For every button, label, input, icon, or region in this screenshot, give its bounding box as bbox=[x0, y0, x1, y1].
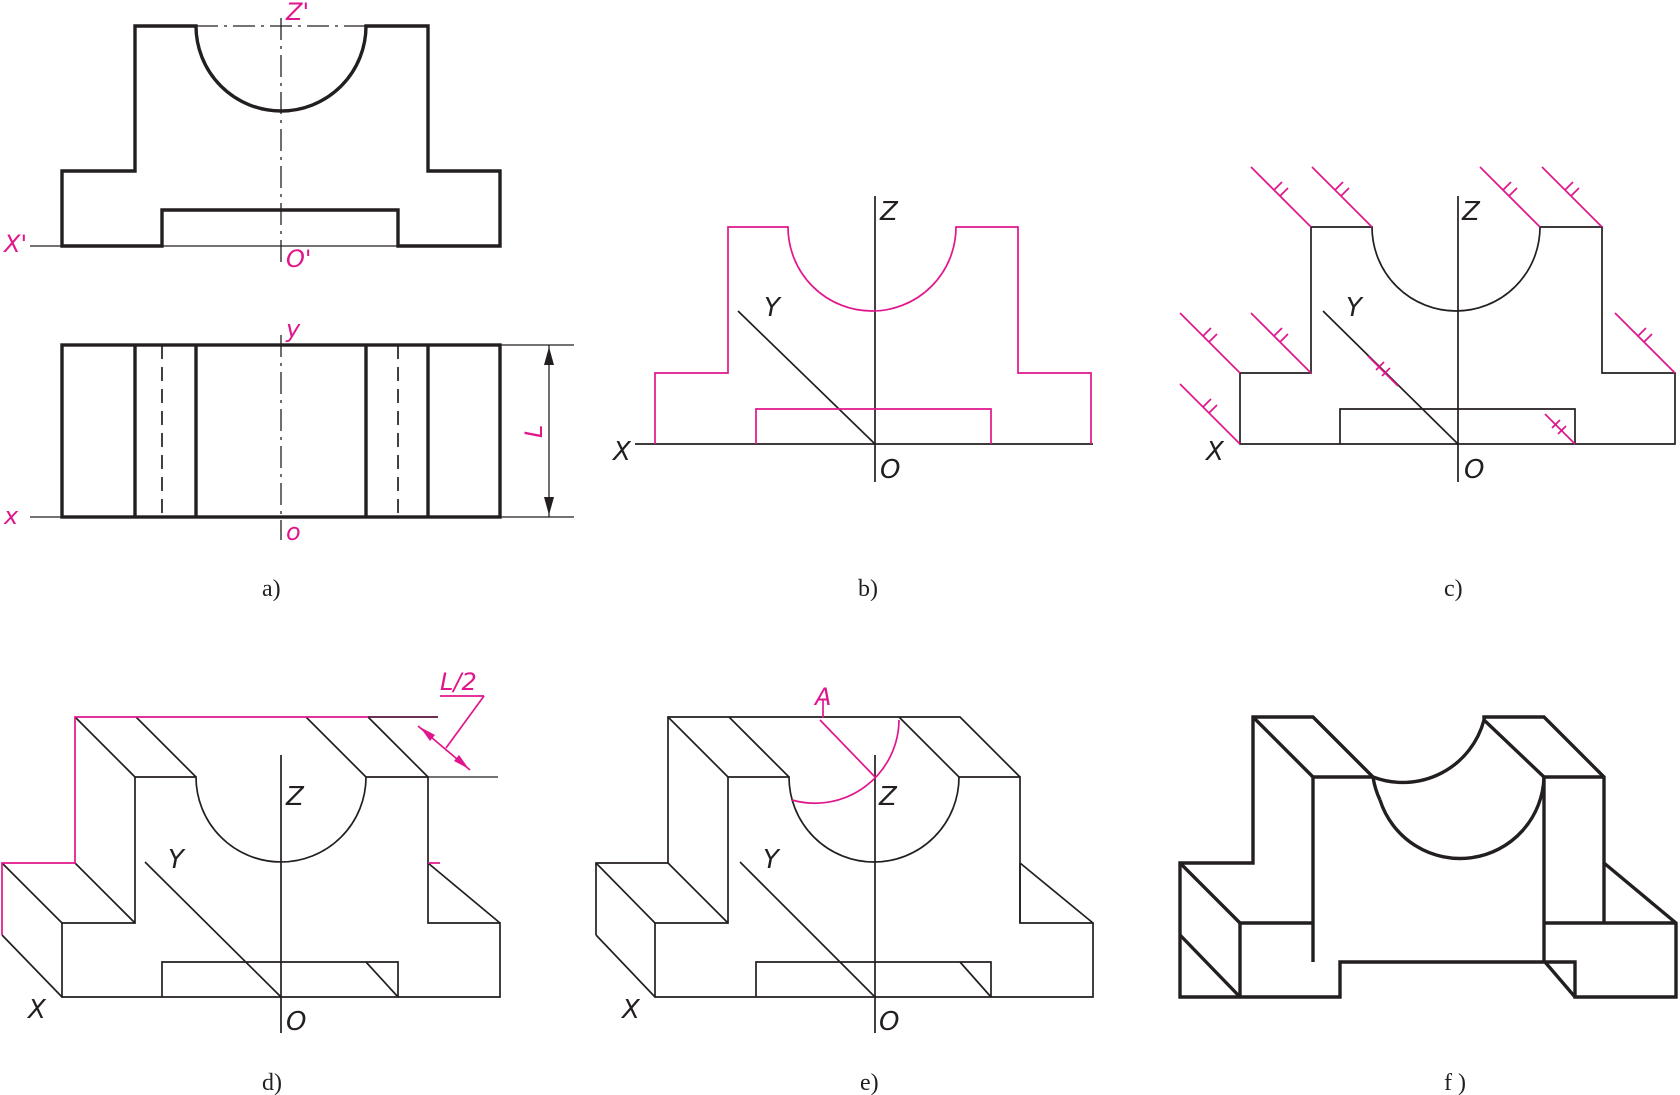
dim-arrow-down bbox=[544, 497, 554, 515]
front-face-outline bbox=[654, 226, 1092, 444]
front-view: Z' X' O' bbox=[2, 0, 502, 273]
slot-depth-edge bbox=[959, 961, 992, 998]
front-view-outline bbox=[60, 24, 502, 248]
front-face-outline bbox=[61, 776, 501, 998]
depth-edges bbox=[1, 716, 501, 998]
point-a-label: A bbox=[813, 683, 831, 711]
dimension-label-l: L bbox=[520, 425, 548, 438]
back-arc bbox=[791, 719, 900, 805]
o-prime-label: O' bbox=[286, 245, 312, 273]
panel-f: f ) bbox=[1178, 715, 1678, 1095]
dim-arrow-1 bbox=[420, 727, 435, 741]
caption-c: c) bbox=[1444, 576, 1463, 602]
x-prime-label: X' bbox=[2, 230, 27, 258]
panel-b: Z Y X O b) bbox=[611, 196, 1093, 602]
panel-e: A Z Y X O e) bbox=[595, 683, 1094, 1095]
back-face-outline bbox=[1, 716, 438, 935]
caption-d: d) bbox=[262, 1070, 282, 1095]
o-label: O bbox=[879, 1007, 899, 1037]
z-prime-label: Z' bbox=[285, 0, 309, 26]
leader-line bbox=[445, 695, 485, 749]
z-label: Z bbox=[879, 197, 899, 227]
depth-edges bbox=[595, 716, 1094, 998]
panel-d: L/2 Z Y X O d) bbox=[1, 668, 501, 1095]
x-label: X bbox=[1204, 437, 1225, 467]
z-label: Z bbox=[878, 782, 898, 812]
x-label: X bbox=[620, 995, 641, 1025]
final-outline bbox=[1178, 715, 1678, 999]
x-label: X bbox=[611, 437, 632, 467]
y-label: y bbox=[285, 315, 301, 343]
front-face-outline bbox=[1239, 226, 1676, 445]
y-label: Y bbox=[168, 845, 186, 875]
z-label: Z bbox=[1461, 197, 1481, 227]
y-axis bbox=[739, 861, 876, 998]
o-label: O bbox=[1464, 455, 1484, 485]
arc-joint bbox=[1371, 776, 1382, 801]
caption-a: a) bbox=[262, 576, 281, 602]
x-label: X bbox=[26, 995, 47, 1025]
y-axis bbox=[737, 310, 876, 445]
parallel-tick-marks bbox=[1202, 181, 1653, 435]
center-shift-line bbox=[819, 719, 876, 778]
x-label: x bbox=[3, 502, 19, 530]
caption-f: f ) bbox=[1444, 1070, 1466, 1095]
y-axis bbox=[144, 861, 282, 998]
o-label: O bbox=[880, 455, 900, 485]
y-label: Y bbox=[764, 293, 782, 323]
panel-c: Z Y X O c) bbox=[1179, 166, 1676, 602]
z-label: Z bbox=[285, 782, 305, 812]
back-face-outline bbox=[595, 716, 1021, 935]
dim-arrow-up bbox=[544, 347, 554, 365]
top-view: L y x o bbox=[3, 315, 574, 546]
visible-edges bbox=[1178, 715, 1676, 999]
caption-b: b) bbox=[858, 576, 878, 602]
bottom-slot-outline bbox=[755, 408, 992, 444]
dimension-label-l-half: L/2 bbox=[440, 668, 477, 696]
dim-arrow-2 bbox=[454, 755, 469, 769]
o-label: O bbox=[286, 1007, 306, 1037]
bottom-slot-outline bbox=[161, 961, 399, 997]
caption-e: e) bbox=[860, 1070, 879, 1095]
panel-a: Z' X' O' L y x o a) bbox=[2, 0, 574, 602]
y-label: Y bbox=[763, 845, 781, 875]
half-depth-dimension: L/2 bbox=[368, 668, 498, 778]
y-label: Y bbox=[1346, 293, 1364, 323]
front-arc bbox=[1378, 776, 1546, 861]
slot-depth-edge bbox=[365, 961, 399, 998]
o-label: o bbox=[286, 518, 301, 546]
depth-lines bbox=[1179, 166, 1676, 445]
front-face-outline bbox=[654, 776, 1094, 998]
bottom-slot-outline bbox=[755, 961, 992, 997]
